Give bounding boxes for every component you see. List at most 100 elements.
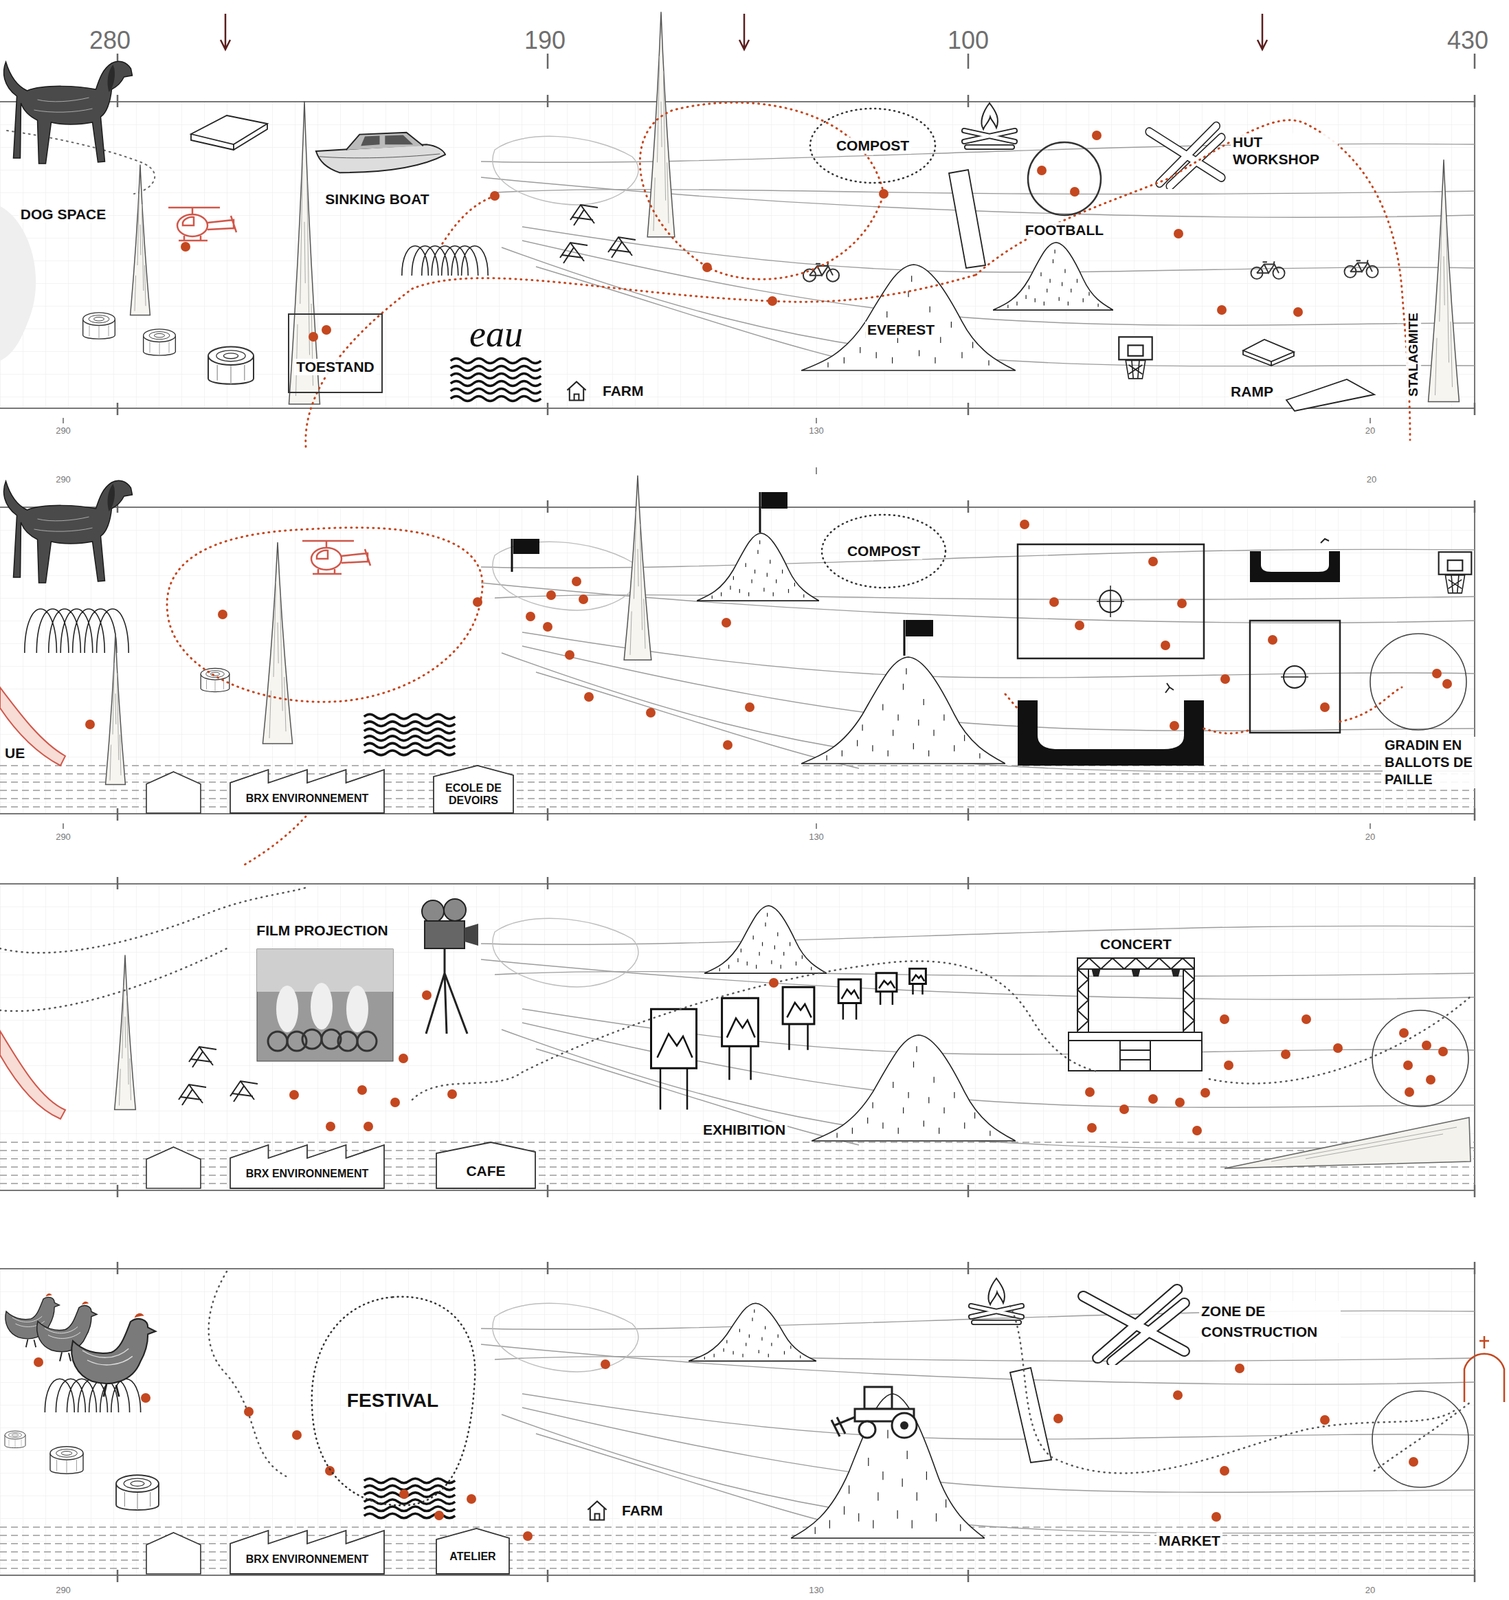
visitor-dot bbox=[525, 611, 536, 622]
strip-three-illustration bbox=[0, 1030, 66, 1119]
strip-one-illustration bbox=[168, 207, 237, 241]
visitor-dot bbox=[1069, 186, 1080, 197]
strip-one-illustration bbox=[1428, 159, 1460, 402]
strip-one-illustration bbox=[566, 381, 586, 400]
route-line bbox=[439, 195, 495, 248]
strip-four-illustration bbox=[116, 1474, 159, 1510]
area-label: EXHIBITION bbox=[700, 1121, 788, 1138]
flow-lines bbox=[481, 918, 1475, 1148]
route-line bbox=[166, 527, 483, 703]
visitor-dot bbox=[600, 1359, 611, 1369]
building-shape-outline bbox=[230, 1144, 385, 1189]
visitor-dot bbox=[308, 331, 319, 342]
scale-number: 20 bbox=[1366, 474, 1377, 486]
visitor-dot bbox=[289, 1089, 299, 1100]
football-circle-outline bbox=[1026, 140, 1103, 217]
strip-three-illustration bbox=[1077, 957, 1195, 969]
strip-frame bbox=[0, 94, 1475, 1582]
strip-frame bbox=[0, 500, 1475, 821]
building-shape: BRX ENVIRONNEMENT bbox=[229, 1142, 385, 1189]
visitor-dot bbox=[357, 1085, 367, 1095]
visitor-dot bbox=[1267, 634, 1278, 645]
visitor-dot bbox=[399, 1489, 409, 1499]
route-line bbox=[244, 816, 306, 865]
road-lines bbox=[0, 765, 1475, 1569]
scale-number: 290 bbox=[55, 474, 71, 486]
visitor-dot bbox=[1175, 1097, 1185, 1108]
visitor-dot bbox=[1087, 1122, 1097, 1133]
building-shape-outline bbox=[433, 765, 514, 813]
strip-four-illustration bbox=[587, 1500, 607, 1520]
strip-three-illustration bbox=[443, 898, 466, 921]
visitor-dot bbox=[1177, 598, 1187, 609]
area-label: MARKET bbox=[1156, 1532, 1223, 1549]
strip-two-illustration bbox=[302, 540, 371, 574]
strip-two-illustration bbox=[364, 713, 455, 755]
building-shape: CAFE bbox=[435, 1140, 536, 1189]
strip-two-illustration bbox=[696, 533, 820, 601]
strip-four-illustration bbox=[50, 1446, 84, 1474]
strip-one-illustration bbox=[143, 329, 176, 356]
visitor-dot bbox=[1169, 720, 1180, 731]
node-label: ATELIER bbox=[449, 1550, 496, 1563]
strip-one-illustration bbox=[1149, 125, 1222, 187]
node-label: FESTIVAL bbox=[344, 1389, 441, 1412]
scale-number: 290 bbox=[55, 426, 71, 437]
route-line bbox=[639, 102, 884, 279]
area-label: FARM bbox=[619, 1502, 666, 1519]
compost-ellipse: COMPOST bbox=[808, 107, 937, 185]
visitor-dot bbox=[1053, 1413, 1064, 1424]
strip-three-illustration bbox=[426, 948, 468, 1034]
walk-line bbox=[0, 948, 227, 1011]
scale-number: 20 bbox=[1365, 1585, 1376, 1596]
visitor-dot bbox=[1223, 1060, 1234, 1070]
building-shape-outline bbox=[230, 769, 385, 813]
scale-number: 290 bbox=[55, 832, 71, 843]
strip-one-illustration bbox=[1344, 259, 1378, 278]
visitor-dot bbox=[1172, 1390, 1183, 1400]
strip-three-illustration bbox=[909, 968, 927, 995]
strip-three-illustration bbox=[876, 973, 897, 1005]
strip-four-illustration bbox=[900, 1421, 909, 1430]
walk-line bbox=[1209, 996, 1471, 1083]
strip-one-illustration bbox=[992, 242, 1114, 310]
football-circle-outline bbox=[1027, 142, 1101, 216]
scale-number: 20 bbox=[1365, 426, 1376, 437]
visitor-dot bbox=[325, 1121, 336, 1132]
visitor-dot bbox=[1211, 1511, 1222, 1522]
walk-line bbox=[0, 886, 1471, 1478]
strip-three-illustration bbox=[421, 898, 479, 1034]
scale-ticks bbox=[63, 417, 1371, 829]
visitor-dot bbox=[363, 1121, 374, 1132]
visitor-dot bbox=[1234, 1363, 1245, 1373]
strip-four-illustration bbox=[891, 1412, 917, 1438]
node-label: BRX ENVIRONNEMENT bbox=[246, 792, 370, 805]
strip-three-illustration bbox=[1271, 1126, 1457, 1162]
strip-two-illustration bbox=[1320, 538, 1329, 543]
strip-three-illustration bbox=[1120, 1040, 1151, 1071]
visitor-dot bbox=[1192, 1125, 1202, 1136]
strip-one-illustration bbox=[803, 263, 840, 282]
visitor-dot bbox=[85, 719, 95, 730]
strip-four-illustration bbox=[790, 1393, 985, 1538]
flow-lines bbox=[481, 136, 1475, 1533]
strip-two-illustration bbox=[0, 687, 66, 766]
visitor-dot bbox=[1442, 678, 1452, 689]
strip-three-illustration bbox=[267, 1029, 377, 1051]
strip-three-illustration bbox=[811, 1034, 1016, 1141]
strip-three-illustration bbox=[1077, 968, 1195, 1031]
visitor-dot bbox=[1425, 1074, 1436, 1085]
strip-two-illustration bbox=[1280, 676, 1309, 678]
scale-number: 100 bbox=[947, 26, 989, 55]
node-label: TOESTAND bbox=[294, 358, 377, 376]
strip-one-illustration bbox=[964, 103, 1015, 148]
compost-ellipse-outline bbox=[821, 514, 946, 588]
festival-area-outline bbox=[311, 1296, 476, 1506]
strip-four-illustration bbox=[864, 1386, 892, 1409]
festival-area: FESTIVAL bbox=[305, 1291, 480, 1511]
area-label: FARM bbox=[600, 382, 646, 400]
strip-two-illustration bbox=[1249, 620, 1340, 733]
visitor-dot bbox=[1173, 228, 1184, 239]
